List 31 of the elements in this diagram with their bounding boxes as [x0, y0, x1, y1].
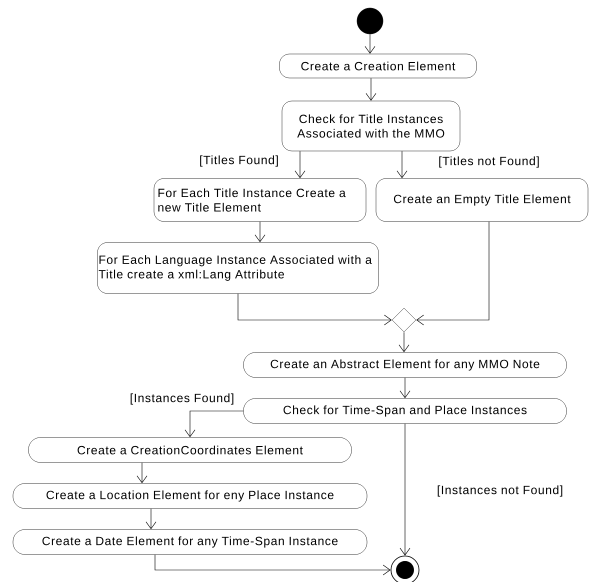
arrow — [146, 508, 156, 530]
arrow — [400, 377, 410, 398]
activity-box: Create a Location Element for eny Place Instance — [12, 483, 368, 509]
edge-label: [Titles not Found] — [437, 155, 541, 169]
arrow — [416, 221, 490, 326]
activity-box: Create a Creation Element — [279, 54, 477, 78]
arrow — [254, 221, 266, 242]
activity-box: For Each Title Instance Create a new Title Element — [154, 178, 366, 222]
activity-box: Check for Title Instances Associated with the MMO — [282, 100, 460, 152]
activity-box: Create a CreationCoordinates Element — [28, 437, 352, 463]
arrow — [154, 554, 391, 576]
start-node — [356, 8, 384, 34]
arrow — [400, 423, 410, 556]
edge-label: [Instances Found] — [128, 392, 236, 406]
arrow — [238, 293, 392, 326]
edge-label: [Instances not Found] — [436, 484, 564, 498]
activity-box: Check for Time-Span and Place Instances — [243, 398, 567, 424]
arrow — [398, 332, 410, 352]
end-node — [390, 556, 420, 582]
arrow — [136, 462, 148, 484]
arrow — [294, 150, 306, 178]
arrow — [364, 34, 376, 54]
activity-box: For Each Language Instance Associated with a Title create a xml:Lang Attribute — [97, 242, 379, 294]
activity-box: Create an Empty Title Element — [376, 178, 588, 222]
arrow — [184, 410, 244, 438]
merge-diamond — [392, 308, 416, 332]
arrow — [396, 150, 408, 178]
arrow — [366, 78, 376, 101]
activity-box: Create a Date Element for any Time-Span Instance — [12, 529, 368, 555]
activity-box: Create an Abstract Element for any MMO Note — [243, 352, 567, 378]
edge-label: [Titles Found] — [198, 154, 280, 168]
